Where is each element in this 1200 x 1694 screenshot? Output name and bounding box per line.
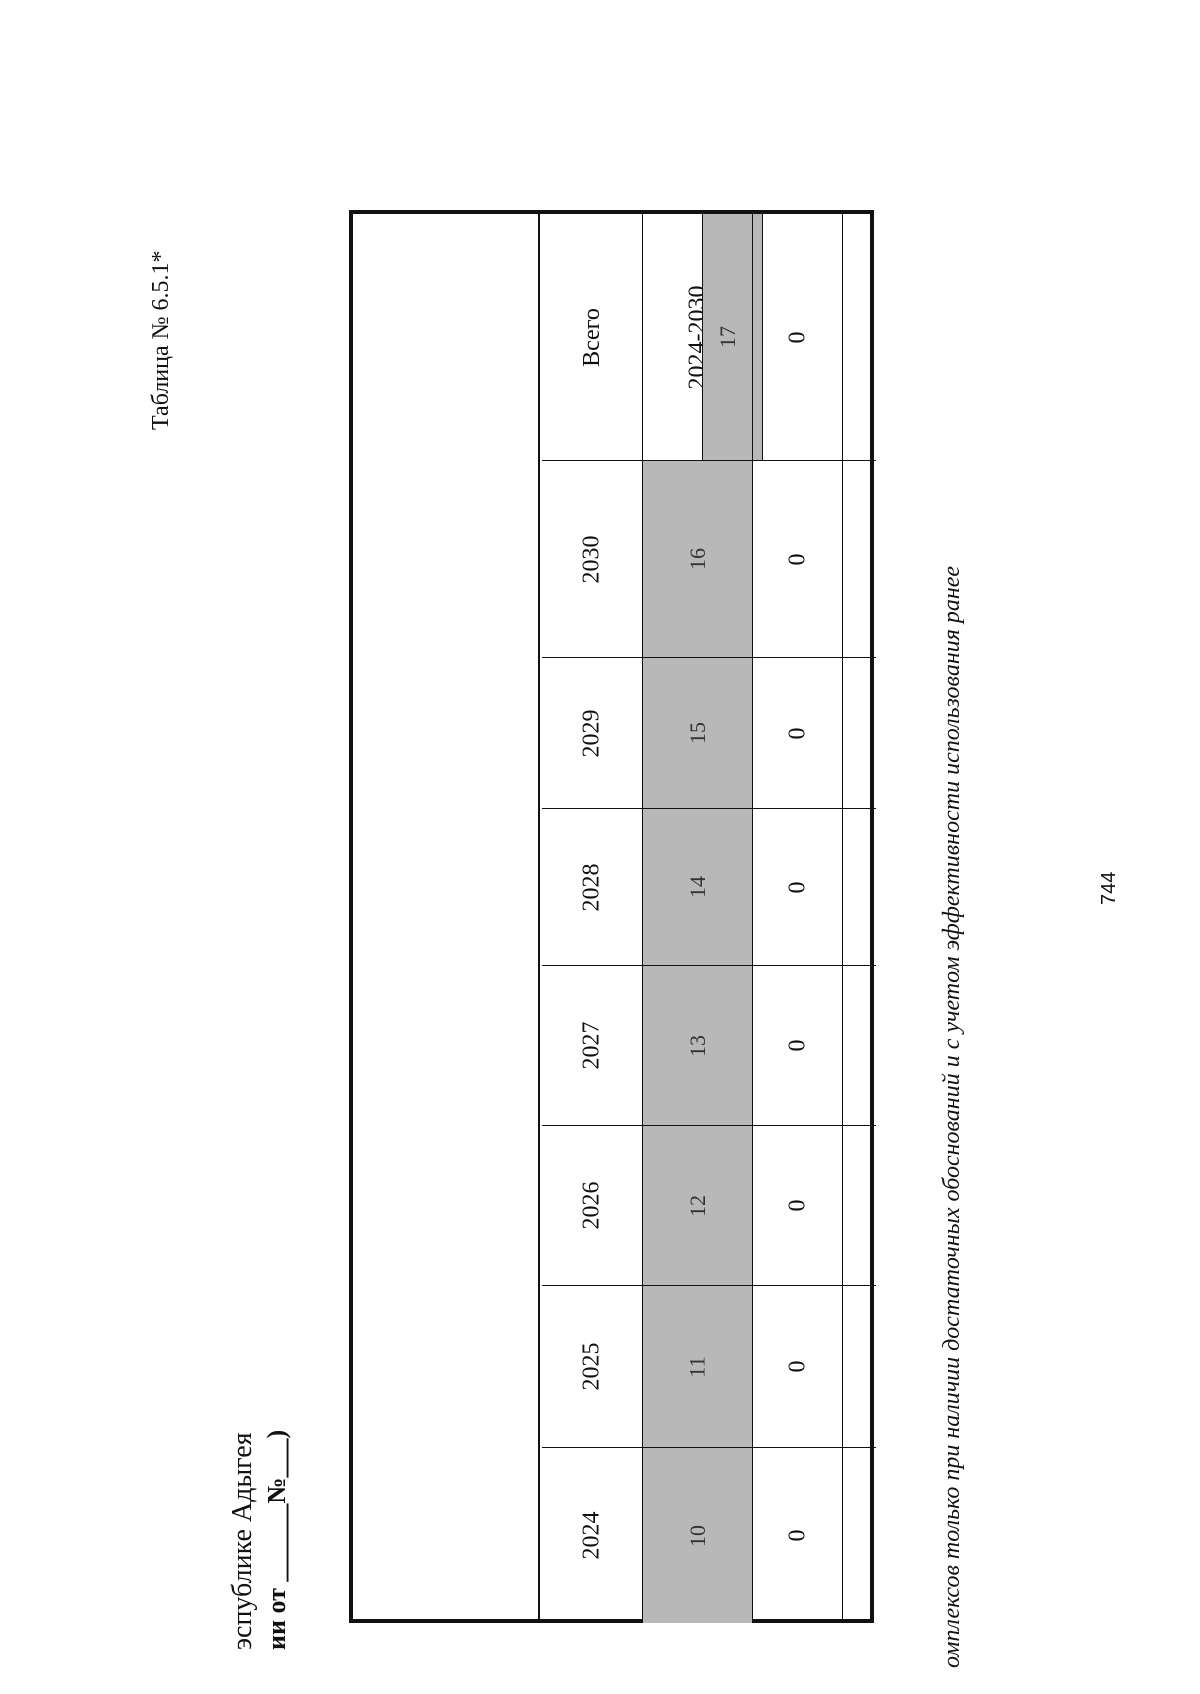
column-number-cell-text: 13 — [684, 1034, 710, 1057]
data-table-frame — [349, 210, 874, 1623]
column-number-cell: 16 — [642, 460, 752, 657]
data-table: 2024 10 0 2025 11 0 2026 12 0 2027 13 0 2028 14 0 2029 1… — [538, 214, 876, 1623]
year-header-cell-text: 2026 — [578, 1181, 605, 1230]
value-cell: 0 — [752, 965, 842, 1125]
year-header-cell: 2026 — [542, 1125, 642, 1285]
table-number-label: Таблица № 6.5.1* — [148, 250, 174, 430]
column-number-cell: 11 — [642, 1285, 752, 1447]
column-number-cell-text: 14 — [684, 876, 710, 898]
column-number-cell: 14 — [642, 808, 752, 965]
total-header-cell: Всего — [542, 214, 642, 460]
empty-cell — [842, 657, 876, 808]
column-number-cell-text: 16 — [684, 548, 710, 570]
year-header-cell: 2029 — [542, 657, 642, 808]
empty-cell — [842, 214, 876, 460]
column-number-cell: 15 — [642, 657, 752, 808]
year-header-cell: 2028 — [542, 808, 642, 965]
value-cell: 0 — [752, 1447, 842, 1623]
year-header-cell-text: 2028 — [578, 863, 605, 911]
total-value-cell: 0 — [752, 214, 842, 460]
empty-cell — [842, 965, 876, 1125]
year-header-cell-text: 2024 — [578, 1511, 605, 1560]
total-column-number-cell-text: 17 — [714, 326, 740, 348]
year-header-cell: 2024 — [542, 1447, 642, 1623]
value-cell: 0 — [752, 1125, 842, 1285]
value-cell-text: 0 — [784, 727, 810, 739]
year-header-cell-text: 2030 — [578, 535, 605, 583]
empty-cell — [842, 1447, 876, 1623]
value-cell-text: 0 — [784, 881, 810, 893]
year-header-cell-text: 2029 — [578, 709, 605, 757]
column-number-cell: 12 — [642, 1125, 752, 1285]
year-header-cell-text: 2025 — [578, 1342, 605, 1391]
empty-cell — [842, 808, 876, 965]
year-header-cell: 2025 — [542, 1285, 642, 1447]
column-number-cell: 10 — [642, 1447, 752, 1623]
page-number: 744 — [1098, 871, 1120, 905]
value-cell-text: 0 — [784, 1199, 810, 1212]
year-header-cell-text: 2027 — [578, 1021, 605, 1070]
year-header-cell: 2027 — [542, 965, 642, 1125]
empty-cell — [842, 460, 876, 657]
footnote: омплексов только при наличии достаточных… — [939, 565, 965, 1668]
value-cell-text: 0 — [784, 553, 810, 565]
value-cell: 0 — [752, 657, 842, 808]
column-number-cell-text: 10 — [684, 1524, 710, 1547]
total-column-number-cell: 17 — [702, 214, 752, 460]
total-header-cell-text: Всего — [578, 307, 605, 367]
total-range-cell: 2024-2030 — [642, 214, 752, 460]
value-cell-text: 0 — [784, 1039, 810, 1052]
empty-cell — [842, 1125, 876, 1285]
year-header-cell: 2030 — [542, 460, 642, 657]
total-value-cell-text: 0 — [784, 331, 810, 343]
column-number-cell-text: 11 — [684, 1355, 710, 1378]
column-number-cell-text: 15 — [684, 722, 710, 744]
empty-cell — [842, 1285, 876, 1447]
value-cell: 0 — [752, 1285, 842, 1447]
total-value-spacer — [762, 214, 842, 460]
column-number-cell: 13 — [642, 965, 752, 1125]
column-number-cell-text: 12 — [684, 1194, 710, 1217]
heading-line-1: эспублике Адыгея — [227, 1432, 258, 1650]
value-cell-text: 0 — [784, 1360, 810, 1373]
value-cell: 0 — [752, 460, 842, 657]
heading-line-2: ии от ______№___) — [262, 1429, 291, 1650]
value-cell-text: 0 — [784, 1529, 810, 1542]
value-cell: 0 — [752, 808, 842, 965]
